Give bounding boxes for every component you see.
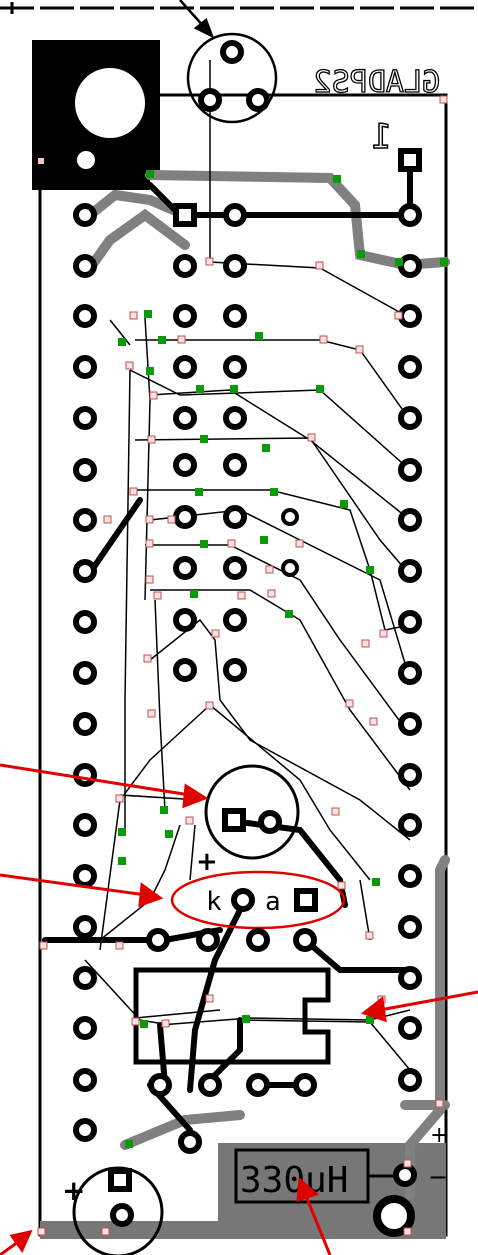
pads-row-bottom [148,1073,317,1154]
red-annotation-arrows [0,763,478,1255]
black-annotation-arrow [179,0,215,39]
inductor-value-label: 330uH [240,1160,348,1201]
anode-label: a [265,887,281,917]
plus-sign-right: + [430,1123,448,1148]
black-traces [42,157,413,1133]
pad-column-right [393,203,422,1187]
thin-traces [84,60,411,1071]
switch-outline [133,967,331,1065]
capacitor-plus-sign: + [196,847,218,877]
plus-sign-left: + [62,1174,85,1207]
board-title-text: GLADPS2 [314,65,440,100]
vias-pink [37,95,448,1236]
vias-green [118,170,448,1148]
pad-column-left [73,203,97,1142]
large-pad-bottom-right [373,1195,415,1237]
minus-sign-right: − [428,1163,448,1191]
connector-3pin [186,32,278,124]
ic-pads [173,203,299,682]
power-jack [32,40,160,190]
mirrored-digit: 1 [371,116,393,158]
pads-row-mid [146,928,317,952]
bottom-left-capacitor [72,1166,164,1255]
mirrored-board-title: GLADPS2 [313,64,441,100]
top-board-edge [0,2,478,14]
inductor-footprint: 330uH [234,1148,395,1204]
capacitor-footprint [204,764,300,860]
grey-traces [85,170,450,1200]
board-digit-text: 1 [372,117,392,157]
diode-footprint: k a [170,870,346,930]
cathode-label: k [206,887,222,917]
